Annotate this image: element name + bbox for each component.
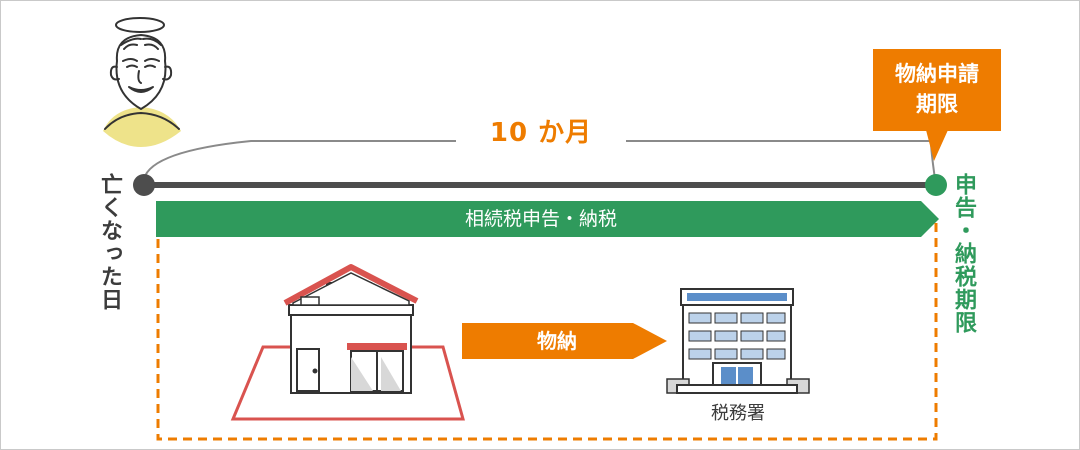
butsuno-arrow (462, 323, 667, 359)
butsuno-arrow-label: 物納 (537, 329, 577, 353)
filing-deadline-label: 申告・納税期限 (951, 173, 976, 334)
elderly-man-with-halo-icon (103, 17, 181, 147)
tax-filing-bar-label: 相続税申告・納税 (464, 208, 617, 230)
house-icon (230, 264, 465, 421)
callout-line-1: 物納申請 (895, 62, 979, 86)
callout-pointer (926, 130, 948, 161)
butsuno-deadline-callout: 物納申請 期限 (873, 49, 1001, 131)
tax-office-building-icon (666, 288, 810, 394)
timeline-start-dot (133, 174, 155, 196)
tax-filing-bar (156, 201, 939, 237)
tax-office-label: 税務署 (711, 403, 765, 424)
timeline-end-dot (925, 174, 947, 196)
ten-month-arc (143, 140, 936, 180)
period-bracket (156, 219, 938, 441)
callout-line-2: 期限 (916, 92, 958, 116)
date-of-death-label: 亡くなった日 (97, 173, 122, 311)
duration-label: 10 か月 (456, 113, 626, 153)
